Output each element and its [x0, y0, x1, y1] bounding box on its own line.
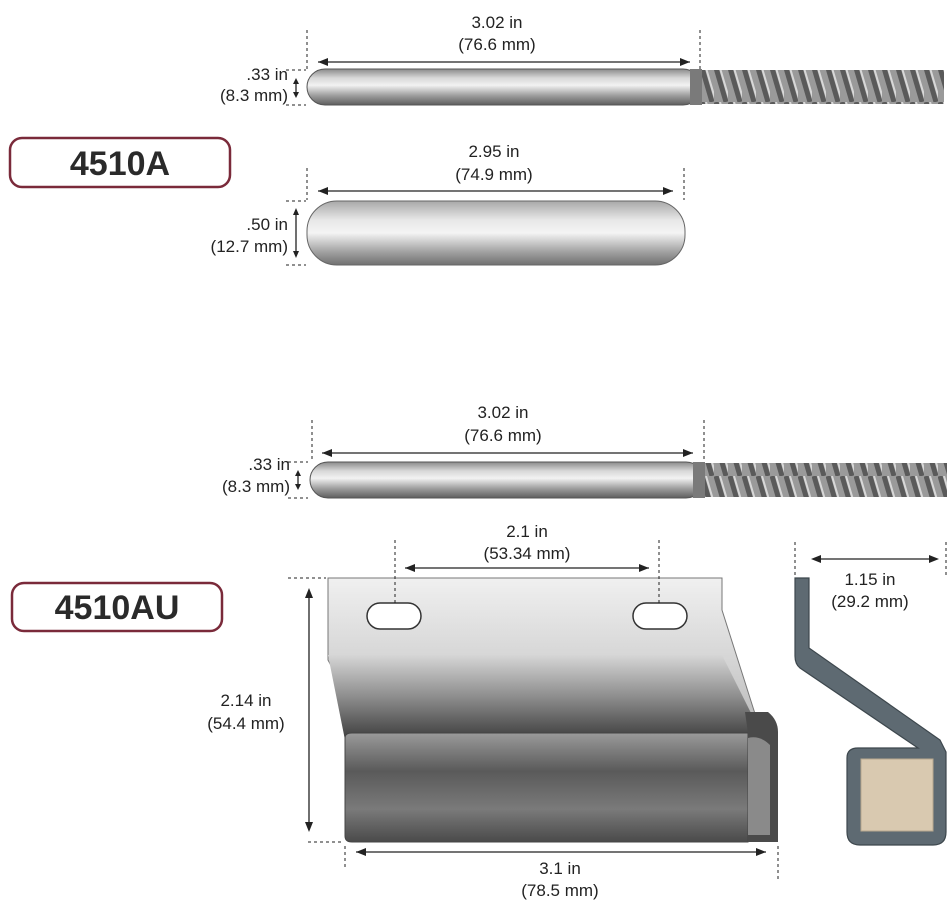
bracket-bend [328, 655, 757, 740]
diameter-in: .33 in [248, 455, 290, 474]
diameter-in: .33 in [246, 65, 288, 84]
magnet-a: 2.95 in (74.9 mm) .50 in (12.7 mm) [211, 142, 686, 266]
hole-spacing-in: 2.1 in [506, 522, 548, 541]
length-in: 3.02 in [477, 403, 528, 422]
armored-cable [700, 70, 944, 104]
svg-text:4510A: 4510A [70, 145, 170, 183]
switch-a: 3.02 in (76.6 mm) .33 in (8.3 mm) [220, 13, 944, 106]
switch-body [306, 68, 702, 106]
switch-body [309, 461, 705, 499]
bracket-profile: 1.15 in (29.2 mm) [794, 542, 947, 846]
diameter-mm: (12.7 mm) [211, 237, 288, 256]
diameter-mm: (8.3 mm) [222, 477, 290, 496]
height-mm: (54.4 mm) [207, 714, 284, 733]
magnet-insert [860, 758, 934, 832]
model-label-4510au: 4510AU [10, 581, 224, 633]
depth-mm: (29.2 mm) [831, 592, 908, 611]
mounting-slot-left [366, 602, 422, 630]
height-in: 2.14 in [220, 691, 271, 710]
diameter-in: .50 in [246, 215, 288, 234]
model-label-4510a: 4510A [8, 136, 232, 189]
length-mm: (74.9 mm) [455, 165, 532, 184]
length-in: 3.02 in [471, 13, 522, 32]
armored-cable [703, 463, 947, 497]
depth-in: 1.15 in [844, 570, 895, 589]
magnet-body [306, 200, 686, 266]
switch-au: 3.02 in (76.6 mm) .33 in (8.3 mm) [222, 403, 947, 499]
diameter-mm: (8.3 mm) [220, 86, 288, 105]
length-in: 2.95 in [468, 142, 519, 161]
length-mm: (76.6 mm) [464, 426, 541, 445]
mounting-slot-right [632, 602, 688, 630]
length-mm: (76.6 mm) [458, 35, 535, 54]
svg-text:4510AU: 4510AU [55, 589, 180, 627]
width-in: 3.1 in [539, 859, 581, 878]
hole-spacing-mm: (53.34 mm) [484, 544, 571, 563]
width-mm: (78.5 mm) [521, 881, 598, 900]
bracket-front: 2.1 in (53.34 mm) 2.14 in (54.4 mm) 3.1 … [207, 522, 779, 900]
bracket-channel [344, 732, 749, 843]
